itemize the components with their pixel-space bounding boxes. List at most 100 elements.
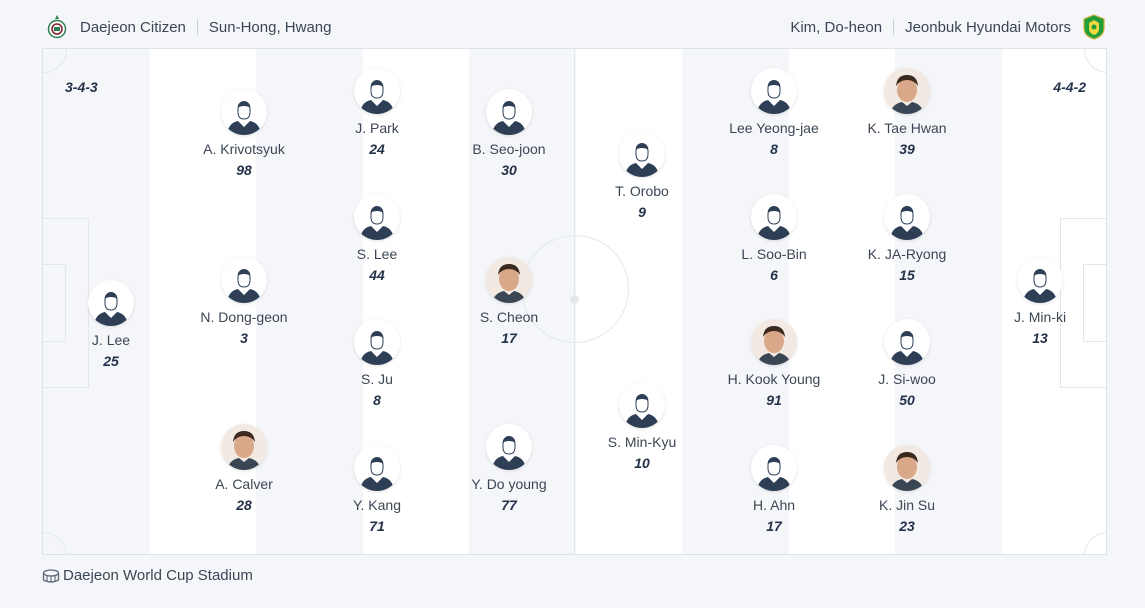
player-silhouette-icon — [619, 382, 665, 428]
home-player-card[interactable]: S. Lee 44 — [307, 194, 447, 283]
stadium-icon — [42, 568, 60, 584]
home-player-card[interactable]: A. Krivotsyuk 98 — [174, 89, 314, 178]
away-team-header: Kim, Do-heon Jeonbuk Hyundai Motors — [790, 14, 1105, 40]
player-number: 71 — [369, 518, 385, 534]
away-player-card[interactable]: H. Ahn 17 — [704, 445, 844, 534]
home-player-card[interactable]: B. Seo-joon 30 — [439, 89, 579, 178]
away-formation: 4-4-2 — [1053, 79, 1086, 95]
player-name[interactable]: S. Ju — [361, 371, 393, 387]
player-silhouette-icon — [486, 424, 532, 470]
player-photo — [486, 257, 532, 303]
away-player-card[interactable]: J. Min-ki 13 — [970, 257, 1106, 346]
away-player-card[interactable]: Lee Yeong-jae 8 — [704, 68, 844, 157]
player-silhouette-icon — [884, 194, 930, 240]
player-number: 8 — [770, 141, 778, 157]
player-name[interactable]: A. Krivotsyuk — [203, 141, 285, 157]
player-photo — [221, 424, 267, 470]
player-silhouette-icon — [354, 445, 400, 491]
player-name[interactable]: K. JA-Ryong — [867, 246, 947, 262]
away-player-card[interactable]: S. Min-Kyu 10 — [572, 382, 712, 471]
away-team-name[interactable]: Jeonbuk Hyundai Motors — [905, 18, 1071, 36]
away-player-card[interactable]: L. Soo-Bin 6 — [704, 194, 844, 283]
player-number: 77 — [501, 497, 517, 513]
daejeon-citizen-crest-icon — [46, 14, 68, 40]
player-name[interactable]: K. Jin Su — [878, 497, 936, 513]
home-team-header: Daejeon Citizen Sun-Hong, Hwang — [46, 14, 331, 40]
player-name[interactable]: H. Ahn — [752, 497, 796, 513]
player-name[interactable]: Y. Kang — [352, 497, 401, 513]
player-number: 28 — [236, 497, 252, 513]
player-number: 25 — [103, 353, 119, 369]
player-number: 13 — [1032, 330, 1048, 346]
player-name[interactable]: T. Orobo — [615, 183, 669, 199]
pitch-stripe — [256, 49, 363, 554]
away-player-card[interactable]: K. Jin Su 23 — [837, 445, 977, 534]
player-silhouette-icon — [221, 89, 267, 135]
player-silhouette-icon — [619, 131, 665, 177]
player-name[interactable]: N. Dong-geon — [200, 309, 288, 325]
home-team-name[interactable]: Daejeon Citizen — [80, 18, 186, 36]
player-name[interactable]: S. Lee — [356, 246, 398, 262]
player-silhouette-icon — [354, 319, 400, 365]
player-name[interactable]: J. Park — [355, 120, 399, 136]
away-player-card[interactable]: K. Tae Hwan 39 — [837, 68, 977, 157]
player-silhouette-icon — [354, 68, 400, 114]
player-name[interactable]: S. Min-Kyu — [607, 434, 677, 450]
player-silhouette-icon — [751, 445, 797, 491]
player-number: 17 — [766, 518, 782, 534]
player-name[interactable]: J. Lee — [91, 332, 131, 348]
center-spot — [570, 295, 579, 304]
home-player-card[interactable]: N. Dong-geon 3 — [174, 257, 314, 346]
player-number: 30 — [501, 162, 517, 178]
player-silhouette-icon — [221, 257, 267, 303]
player-name[interactable]: B. Seo-joon — [472, 141, 546, 157]
home-player-card[interactable]: Y. Do young 77 — [439, 424, 579, 513]
away-player-card[interactable]: T. Orobo 9 — [572, 131, 712, 220]
away-goal-area — [1083, 264, 1106, 342]
player-name[interactable]: L. Soo-Bin — [741, 246, 807, 262]
home-player-card[interactable]: S. Cheon 17 — [439, 257, 579, 346]
player-number: 3 — [240, 330, 248, 346]
player-name[interactable]: A. Calver — [215, 476, 273, 492]
player-number: 44 — [369, 267, 385, 283]
home-player-card[interactable]: S. Ju 8 — [307, 319, 447, 408]
away-player-card[interactable]: J. Si-woo 50 — [837, 319, 977, 408]
player-number: 6 — [770, 267, 778, 283]
player-number: 50 — [899, 392, 915, 408]
player-photo — [884, 68, 930, 114]
player-silhouette-icon — [751, 194, 797, 240]
player-photo — [751, 319, 797, 365]
pitch-stripe — [788, 49, 895, 554]
home-player-card[interactable]: A. Calver 28 — [174, 424, 314, 513]
home-player-card[interactable]: J. Lee 25 — [43, 280, 181, 369]
player-name[interactable]: S. Cheon — [479, 309, 539, 325]
home-goal-area — [43, 264, 66, 342]
player-number: 9 — [638, 204, 646, 220]
pitch-stripe — [1001, 49, 1106, 554]
player-silhouette-icon — [884, 319, 930, 365]
player-name[interactable]: H. Kook Young — [727, 371, 821, 387]
player-number: 98 — [236, 162, 252, 178]
player-silhouette-icon — [486, 89, 532, 135]
player-name[interactable]: Y. Do young — [471, 476, 547, 492]
player-number: 10 — [634, 455, 650, 471]
player-name[interactable]: J. Min-ki — [1013, 309, 1067, 325]
away-coach-name[interactable]: Kim, Do-heon — [790, 18, 883, 36]
player-number: 23 — [899, 518, 915, 534]
player-number: 39 — [899, 141, 915, 157]
home-coach-name[interactable]: Sun-Hong, Hwang — [208, 18, 332, 36]
player-name[interactable]: K. Tae Hwan — [867, 120, 947, 136]
player-silhouette-icon — [354, 194, 400, 240]
player-name[interactable]: J. Si-woo — [878, 371, 936, 387]
player-silhouette-icon — [88, 280, 134, 326]
venue-name[interactable]: Daejeon World Cup Stadium — [63, 567, 253, 584]
player-number: 8 — [373, 392, 381, 408]
player-number: 17 — [501, 330, 517, 346]
player-name[interactable]: Lee Yeong-jae — [729, 120, 819, 136]
away-penalty-area — [1060, 218, 1106, 388]
home-player-card[interactable]: Y. Kang 71 — [307, 445, 447, 534]
